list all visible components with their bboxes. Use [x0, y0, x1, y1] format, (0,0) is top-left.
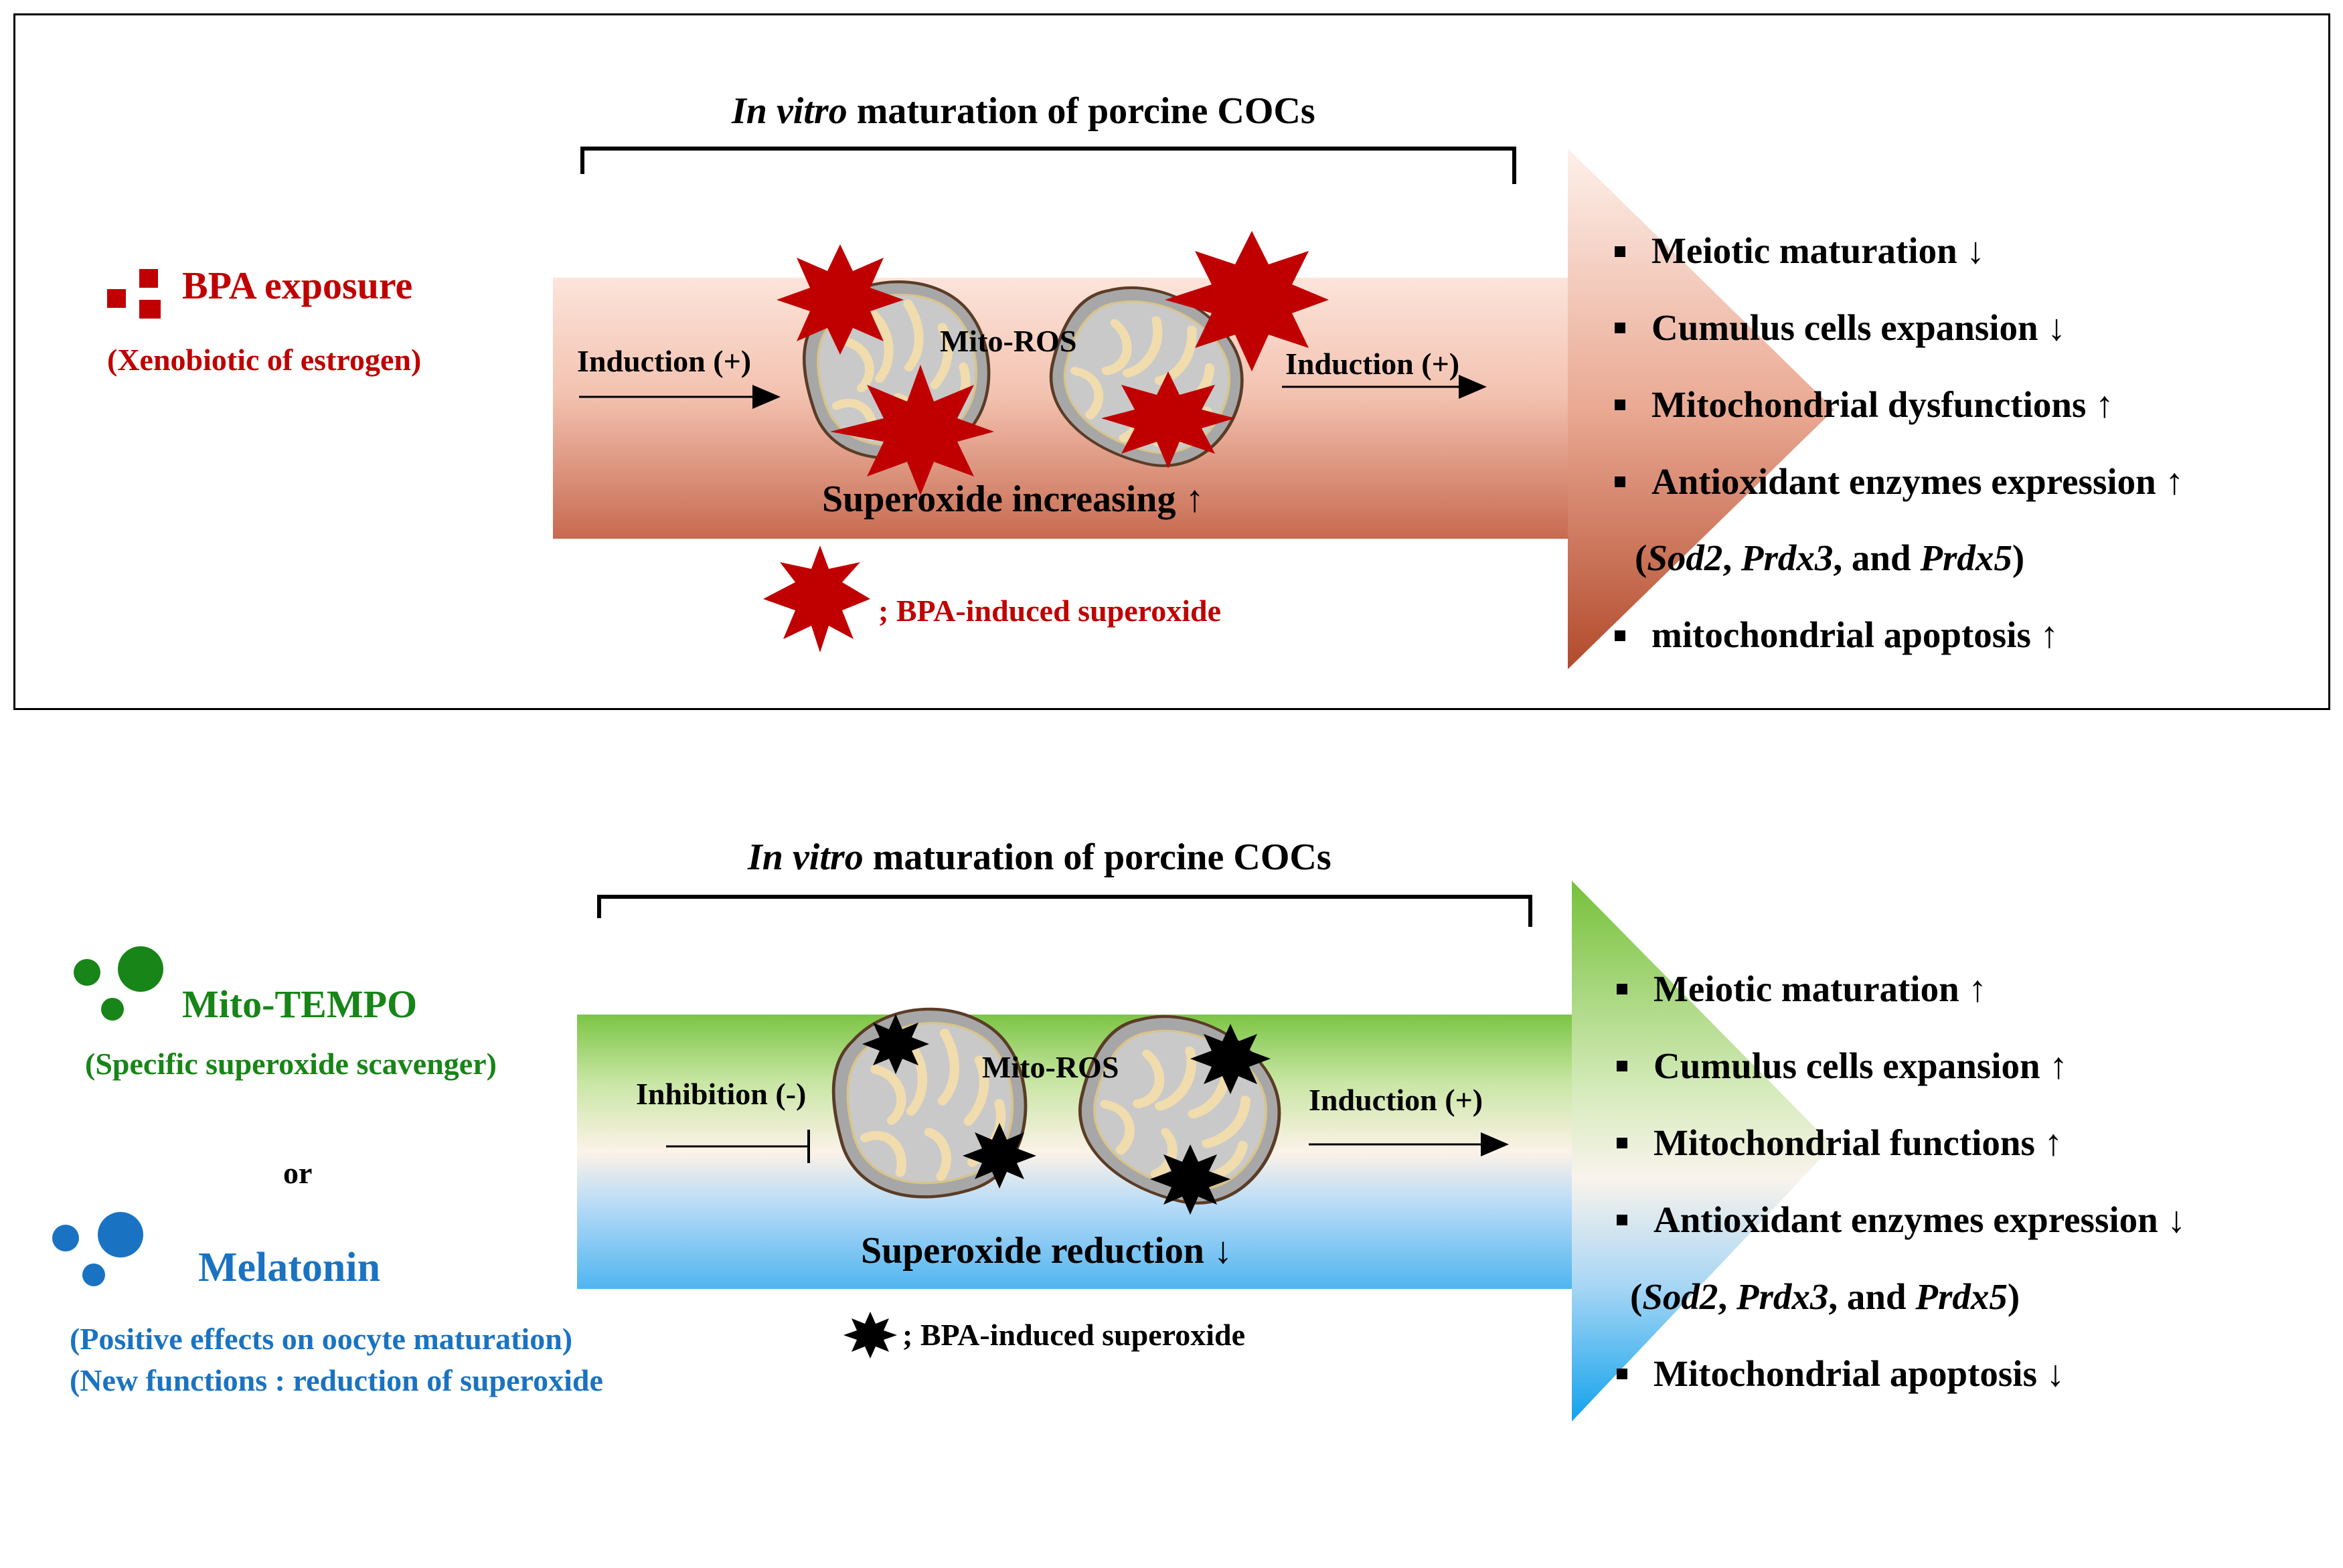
melatonin-name: Melatonin [198, 1245, 381, 1290]
superoxide-star [862, 1014, 929, 1074]
top-bracket-title: In vitro maturation of porcine COCs [732, 90, 1315, 132]
or-text: or [283, 1156, 313, 1190]
top-effect-3: Mitochondrial dysfunctions ↑ [1651, 384, 2114, 425]
bottom-effect-bullets [1617, 984, 1627, 1379]
top-legend-text: ; BPA-induced superoxide [878, 594, 1222, 628]
top-effect-2: Cumulus cells expansion ↓ [1651, 307, 2066, 348]
top-effect-genes: (Sod2, Prdx3, and Prdx5) [1635, 537, 2025, 578]
superoxide-star [1165, 231, 1329, 371]
bottom-center-label: Mito-ROS [982, 1050, 1119, 1084]
melatonin-description-2: (New functions : reduction of superoxide [70, 1363, 603, 1397]
legend-star [763, 545, 870, 652]
bottom-bracket [597, 895, 1532, 927]
top-effect-4: Antioxidant enzymes expression ↑ [1651, 461, 2184, 502]
bottom-effect-genes: (Sod2, Prdx3, and Prdx5) [1630, 1276, 2020, 1317]
superoxide-star [1150, 1144, 1230, 1215]
top-center-label: Mito-ROS [940, 324, 1077, 358]
mito-tempo-icon [74, 946, 163, 1021]
top-bracket [580, 147, 1516, 184]
top-right-arrow-label: Induction (+) [1285, 347, 1460, 381]
melatonin-icon [52, 1212, 143, 1286]
bottom-legend-text: ; BPA-induced superoxide [902, 1318, 1246, 1352]
superoxide-star [1101, 371, 1235, 468]
bottom-big-arrow [577, 881, 1833, 1421]
superoxide-star [777, 244, 904, 355]
bottom-effect-1: Meiotic maturation ↑ [1653, 968, 1987, 1009]
bottom-arrow-caption: Superoxide reduction ↓ [861, 1230, 1232, 1272]
top-left-arrow-label: Induction (+) [577, 344, 752, 378]
top-effect-bullets [1615, 246, 1625, 641]
bottom-bracket-title: In vitro maturation of porcine COCs [748, 837, 1331, 878]
superoxide-star [963, 1123, 1036, 1189]
mito-tempo-name: Mito-TEMPO [182, 982, 418, 1026]
bottom-inhibition-arrow [666, 1130, 810, 1163]
top-effect-1: Meiotic maturation ↓ [1651, 230, 1985, 271]
bpa-agent-description: (Xenobiotic of estrogen) [107, 343, 422, 377]
melatonin-description-1: (Positive effects on oocyte maturation) [70, 1322, 573, 1356]
bottom-superoxide-stars [843, 1014, 1271, 1359]
top-effect-5: mitochondrial apoptosis ↑ [1651, 614, 2059, 655]
superoxide-star [1190, 1024, 1271, 1094]
top-arrow-caption: Superoxide increasing ↑ [822, 478, 1204, 520]
bottom-left-arrow-label: Inhibition (-) [636, 1077, 807, 1111]
bpa-icon [107, 269, 161, 319]
bottom-effect-3: Mitochondrial functions ↑ [1653, 1122, 2063, 1163]
top-superoxide-stars [763, 231, 1329, 652]
legend-star [843, 1312, 897, 1359]
bottom-right-arrow-label: Induction (+) [1309, 1083, 1483, 1117]
bottom-effect-2: Cumulus cells expansion ↑ [1653, 1045, 2068, 1086]
superoxide-star [830, 365, 994, 495]
bottom-effect-5: Mitochondrial apoptosis ↓ [1653, 1353, 2065, 1394]
mito-tempo-description: (Specific superoxide scavenger) [85, 1047, 497, 1081]
bottom-effect-4: Antioxidant enzymes expression ↓ [1653, 1199, 2186, 1240]
bpa-agent-name: BPA exposure [182, 264, 413, 307]
